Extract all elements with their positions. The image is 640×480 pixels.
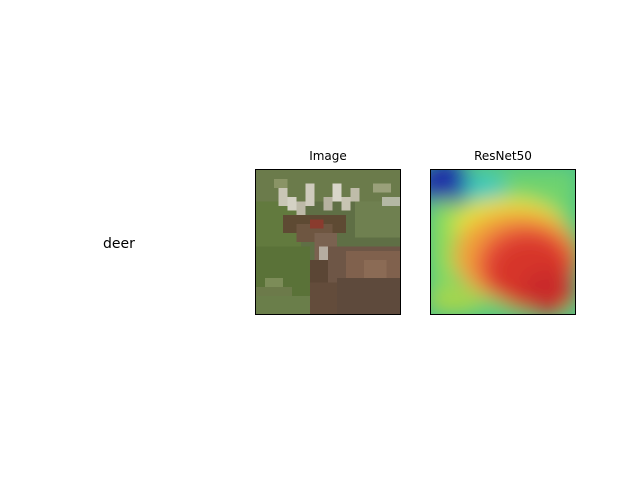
resnet50-heatmap-panel	[430, 169, 576, 315]
image-panel-title: Image	[309, 149, 347, 163]
input-image-panel	[255, 169, 401, 315]
row-label: deer	[103, 236, 135, 252]
resnet50-heatmap	[431, 170, 575, 314]
resnet-panel-title: ResNet50	[474, 149, 532, 163]
deer-photo	[256, 170, 400, 314]
